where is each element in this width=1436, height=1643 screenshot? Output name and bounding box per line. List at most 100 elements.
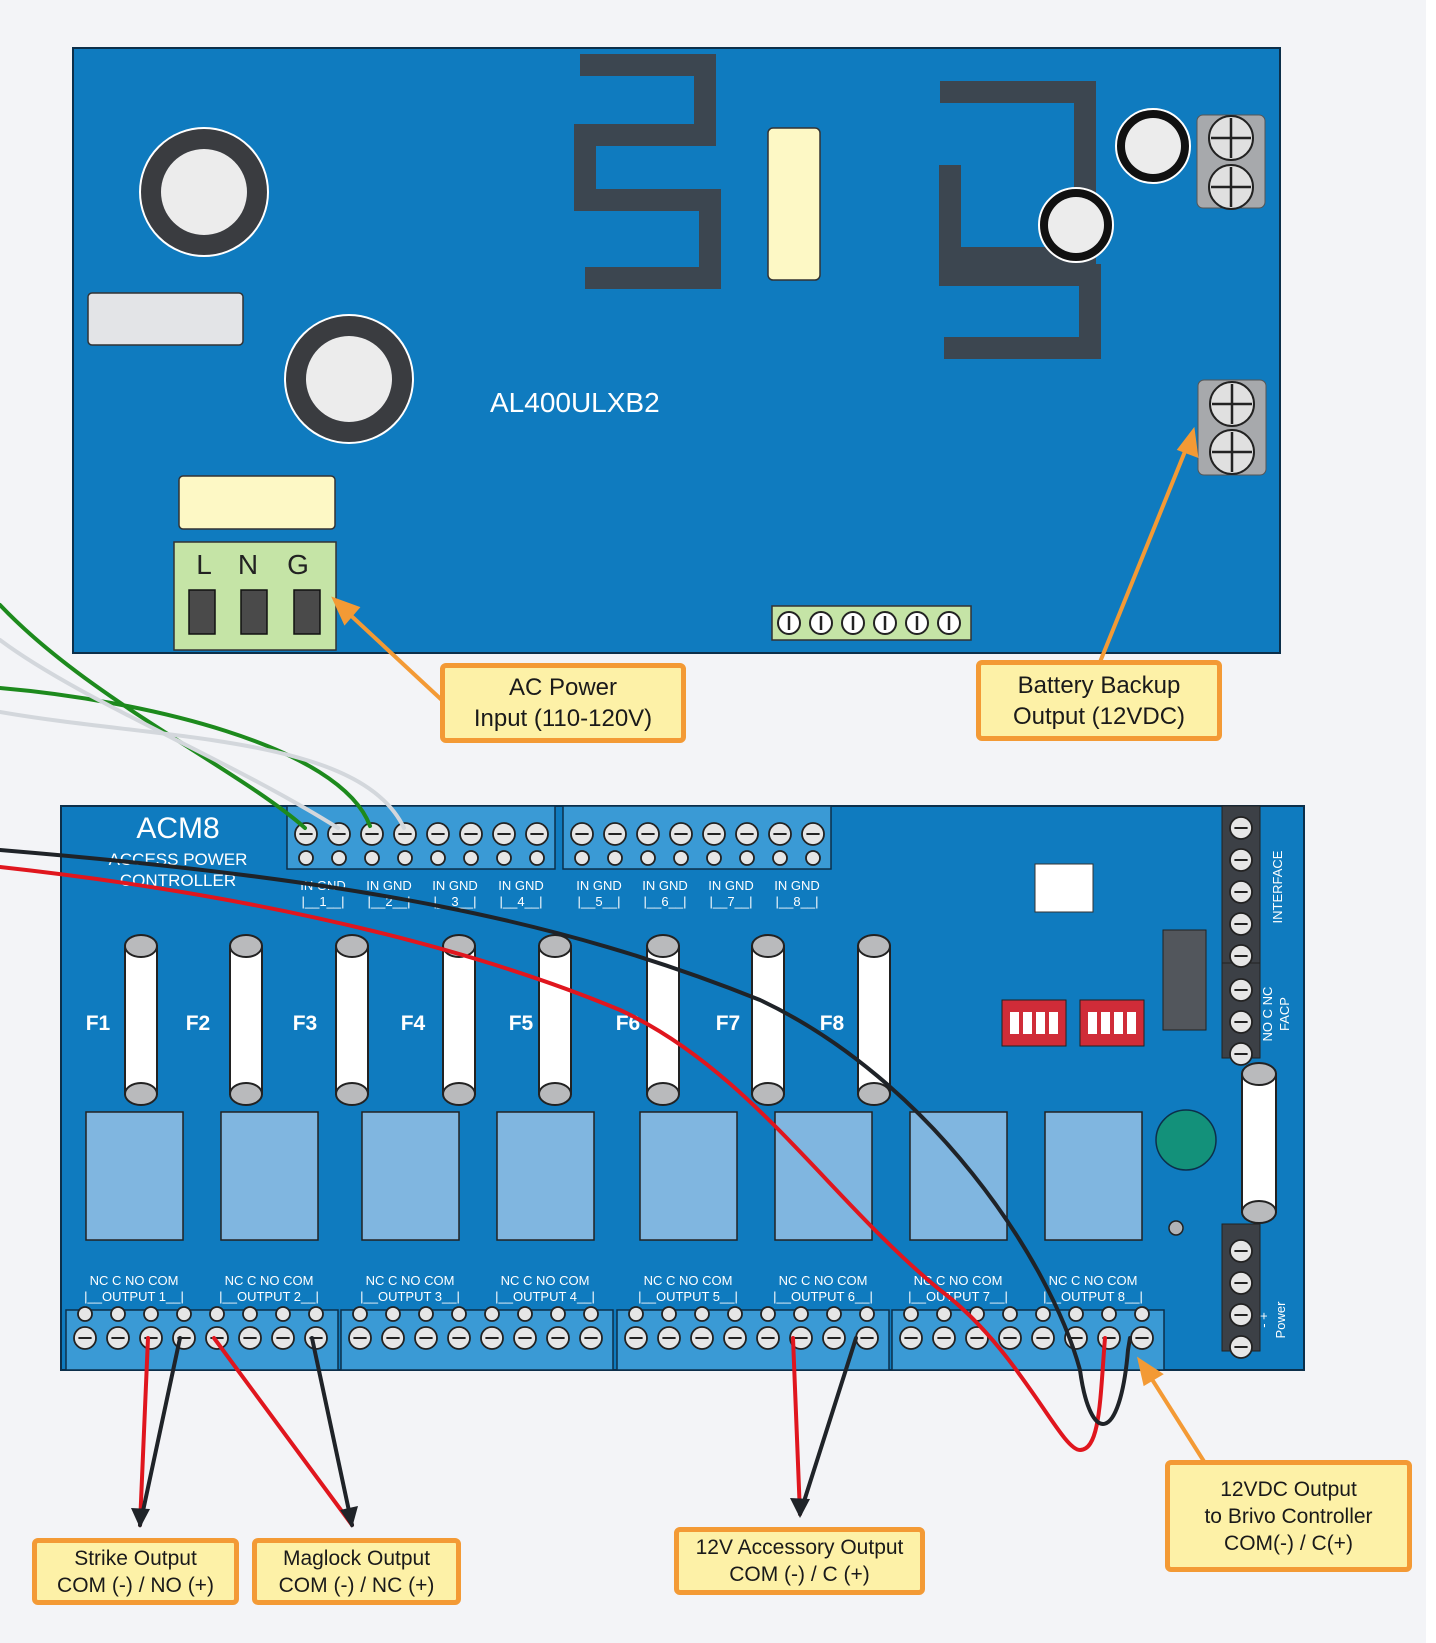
output-screw[interactable] [723, 1326, 747, 1350]
output-screw[interactable] [657, 1326, 681, 1350]
brivo-callout-line2: to Brivo Controller [1204, 1504, 1373, 1528]
interface-terminal[interactable] [1229, 848, 1253, 872]
dip-switch-lever[interactable] [1036, 1012, 1045, 1034]
fuse-label: F2 [186, 1012, 211, 1035]
power-terminal[interactable] [1229, 1239, 1253, 1263]
ac-screw-g[interactable] [293, 589, 321, 635]
interface-label: INTERFACE [1270, 850, 1285, 923]
output-screw[interactable] [822, 1326, 846, 1350]
power-terminal[interactable] [1229, 1271, 1253, 1295]
facp-terminal[interactable] [1229, 1010, 1253, 1034]
power-label: Power [1273, 1301, 1288, 1339]
interface-terminal[interactable] [1229, 880, 1253, 904]
dip-switches[interactable] [1001, 999, 1145, 1047]
input-screw[interactable] [603, 822, 627, 846]
input-screw[interactable] [360, 822, 384, 846]
input-pin [607, 850, 623, 866]
input-pin [364, 850, 380, 866]
output-screw[interactable] [205, 1326, 229, 1350]
interface-terminal[interactable] [1229, 816, 1253, 840]
output-screw[interactable] [73, 1326, 97, 1350]
output-screw[interactable] [271, 1326, 295, 1350]
input-screw[interactable] [393, 822, 417, 846]
output-screw[interactable] [381, 1326, 405, 1350]
psu-board: AL400ULXB2 L N G [72, 47, 1281, 654]
output-screw[interactable] [1130, 1326, 1154, 1350]
output-screw[interactable] [304, 1326, 328, 1350]
accessory-callout-line1: 12V Accessory Output [695, 1536, 904, 1559]
ac-input-terminal-block[interactable]: L N G [173, 541, 337, 651]
output-screw[interactable] [899, 1326, 923, 1350]
ac-screw-l[interactable] [188, 589, 216, 635]
callout-leaders [331, 426, 1207, 1465]
output-pin [209, 1306, 225, 1322]
input-screw[interactable] [702, 822, 726, 846]
wire-black-brivo [0, 848, 1132, 1426]
dip-switch-lever[interactable] [1101, 1012, 1110, 1034]
output-screw[interactable] [756, 1326, 780, 1350]
dip-switch-lever[interactable] [1023, 1012, 1032, 1034]
output-fuse [124, 934, 158, 1106]
brivo-callout: 12VDC Output to Brivo Controller COM(-) … [1165, 1460, 1412, 1572]
input-screw[interactable] [768, 822, 792, 846]
output-screw[interactable] [624, 1326, 648, 1350]
facp-terminal[interactable] [1229, 1042, 1253, 1066]
output-screw[interactable] [1097, 1326, 1121, 1350]
input-screw[interactable] [735, 822, 759, 846]
input-screw[interactable] [570, 822, 594, 846]
output-screw[interactable] [106, 1326, 130, 1350]
dip-switch-lever[interactable] [1010, 1012, 1019, 1034]
input-screw[interactable] [426, 822, 450, 846]
dip-switch-lever[interactable] [1127, 1012, 1136, 1034]
output-screw[interactable] [690, 1326, 714, 1350]
input-screw[interactable] [636, 822, 660, 846]
header-pin [777, 611, 801, 635]
output-pin [903, 1306, 919, 1322]
facp-terminal[interactable] [1229, 978, 1253, 1002]
dip-switch-lever[interactable] [1088, 1012, 1097, 1034]
output-screw[interactable] [447, 1326, 471, 1350]
output-screw[interactable] [789, 1326, 813, 1350]
interface-terminal[interactable] [1229, 912, 1253, 936]
dip-switch-bank[interactable] [1079, 999, 1145, 1047]
input-screw[interactable] [801, 822, 825, 846]
power-terminal[interactable] [1229, 1335, 1253, 1359]
battery-terminals[interactable] [1197, 379, 1267, 476]
output-screw[interactable] [480, 1326, 504, 1350]
interface-terminal[interactable] [1229, 944, 1253, 968]
output-screw[interactable] [513, 1326, 537, 1350]
input-screw[interactable] [327, 822, 351, 846]
input-screw[interactable] [492, 822, 516, 846]
output-screw[interactable] [139, 1326, 163, 1350]
output-screw[interactable] [348, 1326, 372, 1350]
capacitor-2-top [306, 336, 392, 422]
ac-screw-n[interactable] [240, 589, 268, 635]
output-screw[interactable] [238, 1326, 262, 1350]
output-screw[interactable] [414, 1326, 438, 1350]
output-screw[interactable] [172, 1326, 196, 1350]
dip-switch-bank[interactable] [1001, 999, 1067, 1047]
output-terminal-blocks [65, 1306, 1165, 1371]
output-screw[interactable] [579, 1326, 603, 1350]
output-screw[interactable] [932, 1326, 956, 1350]
wire-green-1 [0, 603, 307, 830]
output-screw[interactable] [546, 1326, 570, 1350]
output-screw[interactable] [965, 1326, 989, 1350]
input-screw[interactable] [525, 822, 549, 846]
header-pin [841, 611, 865, 635]
power-terminal[interactable] [1229, 1303, 1253, 1327]
output-screw[interactable] [855, 1326, 879, 1350]
output-fuse [229, 934, 263, 1106]
dip-switch-lever[interactable] [1049, 1012, 1058, 1034]
input-screw[interactable] [294, 822, 318, 846]
input-screw[interactable] [459, 822, 483, 846]
strike-callout-line2: COM (-) / NO (+) [57, 1573, 214, 1597]
output-screw[interactable] [998, 1326, 1022, 1350]
output-screw[interactable] [1031, 1326, 1055, 1350]
maglock-callout: Maglock Output COM (-) / NC (+) [252, 1538, 461, 1605]
input-label-head: IN GND [432, 878, 478, 893]
dip-switch-lever[interactable] [1114, 1012, 1123, 1034]
input-label-head: IN GND [774, 878, 820, 893]
input-screw[interactable] [669, 822, 693, 846]
output-terminal-block [65, 1306, 339, 1371]
